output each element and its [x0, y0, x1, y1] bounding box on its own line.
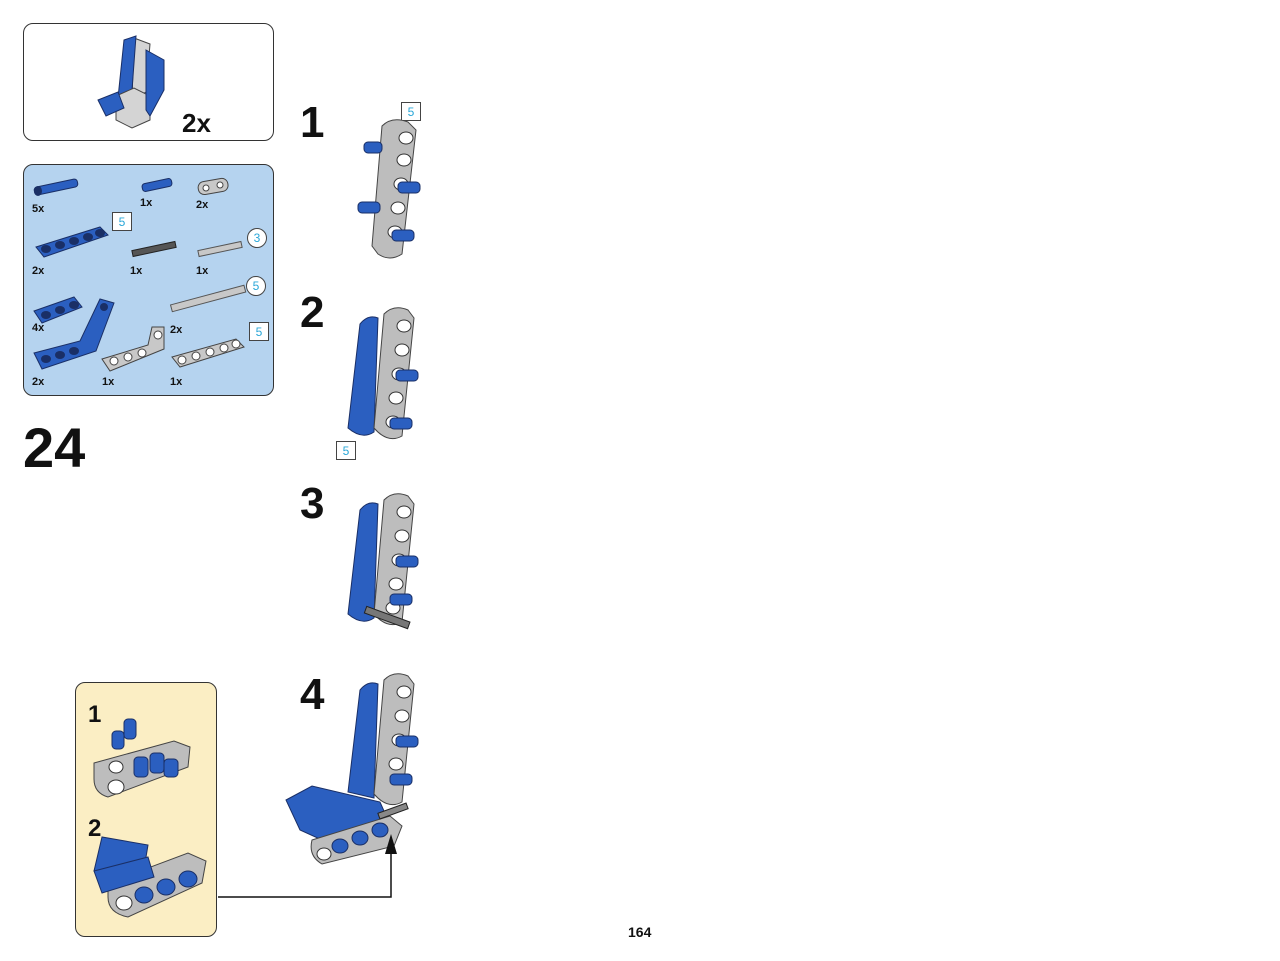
substep-number-4: 4: [300, 670, 325, 719]
inset-panel: 1 2: [75, 682, 217, 937]
axle-pin-part: [33, 178, 79, 196]
inset-step-1-model: [93, 718, 191, 798]
page-number: 164: [628, 924, 652, 940]
length-badge-axle-5: 5: [246, 276, 266, 296]
part-qty-dark-axle: 1x: [130, 265, 143, 277]
gray-axle-5-part: [169, 284, 247, 313]
substep-number-3: 3: [300, 479, 325, 528]
part-qty-axle-pin: 5x: [32, 203, 45, 215]
substep-3-model: [347, 493, 419, 630]
dark-axle-part: [131, 240, 177, 258]
part-qty-gray-beam-5: 1x: [170, 376, 183, 388]
part-qty-blue-beam-5: 2x: [32, 265, 45, 277]
parts-list-panel: 5x 1x 2x 5 2x 1x 3 1x 4x 5 2x: [23, 164, 274, 396]
gray-axle-3-part: [197, 240, 243, 258]
gray-angled-beam-part: [101, 326, 165, 372]
length-badge-beam-5-gray: 5: [249, 322, 269, 341]
part-qty-gray-axle-5: 2x: [170, 324, 183, 336]
blue-beam-3-part: [33, 296, 83, 324]
substep-2-callout: 5: [336, 441, 356, 460]
blue-angled-beam-part: [33, 298, 115, 370]
substep-4-model: [285, 673, 419, 865]
substep-number-1: 1: [300, 98, 325, 147]
part-qty-blue-angled-beam: 2x: [32, 376, 45, 388]
part-qty-gray-connector: 2x: [196, 199, 209, 211]
part-qty-blue-beam-3: 4x: [32, 322, 45, 334]
inset-step-2-model: [93, 836, 207, 918]
submodel-panel: 2x: [23, 23, 274, 141]
submodel-quantity: 2x: [182, 108, 211, 138]
inset-step-number-1: 1: [88, 701, 102, 728]
substep-number-2: 2: [300, 288, 325, 337]
inset-step-number-2: 2: [88, 815, 102, 842]
submodel-seat-icon: [97, 35, 165, 129]
part-qty-short-axle-pin: 1x: [140, 197, 153, 209]
part-qty-gray-angled-beam: 1x: [102, 376, 115, 388]
length-badge-axle-3: 3: [247, 228, 267, 248]
short-axle-pin-part: [141, 178, 173, 192]
blue-beam-5-part: [35, 226, 109, 258]
part-qty-gray-axle-3: 1x: [196, 265, 209, 277]
assembly-arrow: [218, 834, 397, 898]
gray-connector-part: [197, 177, 229, 196]
gray-beam-5-part: [171, 338, 245, 368]
substep-1-model: [357, 119, 421, 259]
main-step-number: 24: [23, 416, 86, 479]
substep-2-model: [347, 307, 419, 440]
length-badge-beam-5: 5: [112, 212, 132, 231]
substep-1-callout: 5: [401, 102, 421, 121]
